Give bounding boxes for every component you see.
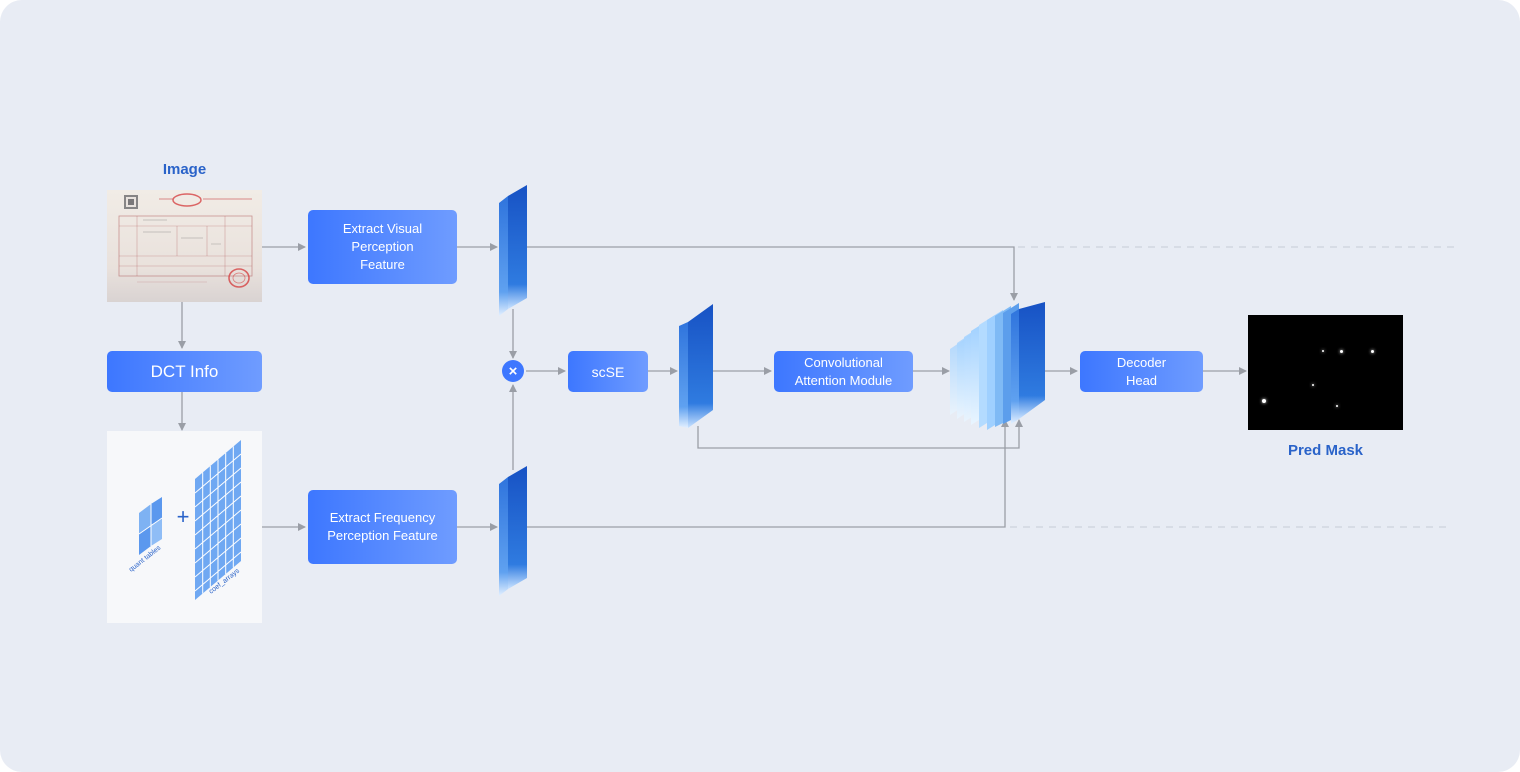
image-title: Image: [162, 161, 207, 178]
multiply-node: ×: [502, 360, 524, 382]
skip-frequency-to-stack: [522, 419, 1009, 528]
fused-feature-map: [679, 304, 713, 428]
pred-mask-image: [1248, 315, 1403, 430]
skip-visual-to-stack: [522, 246, 1018, 301]
mask-dot: [1340, 350, 1343, 353]
frequency-feature-map: [499, 466, 527, 596]
mask-dot: [1312, 384, 1314, 386]
decoder-head-box: Decoder Head: [1080, 351, 1203, 392]
dct-illustration: + quant ta: [128, 440, 242, 600]
scse-box: scSE: [568, 351, 648, 392]
plus-sign: +: [177, 504, 190, 529]
multiply-symbol: ×: [509, 363, 518, 380]
convolutional-attention-module-box: Convolutional Attention Module: [774, 351, 913, 392]
quant-tables-grid: [138, 497, 163, 555]
extract-frequency-feature-box: Extract Frequency Perception Feature: [308, 490, 457, 564]
mask-dot: [1371, 350, 1374, 353]
mask-dot: [1262, 399, 1266, 403]
pred-mask-title: Pred Mask: [1287, 442, 1364, 459]
dct-panel: + quant ta: [107, 431, 262, 623]
extract-visual-feature-box: Extract Visual Perception Feature: [308, 210, 457, 284]
dashed-guides: [1010, 246, 1460, 528]
skip-middle-to-stack: [697, 419, 1023, 449]
dct-info-box: DCT Info: [107, 351, 262, 392]
coef-arrays-grid: [194, 440, 242, 600]
mask-dot: [1336, 405, 1338, 407]
visual-feature-map: [499, 185, 527, 316]
stacked-feature-maps: [950, 302, 1045, 430]
input-invoice-image: [107, 190, 262, 302]
mask-dot: [1322, 350, 1324, 352]
invoice-illustration: [118, 193, 253, 288]
connectors: [178, 243, 1247, 531]
